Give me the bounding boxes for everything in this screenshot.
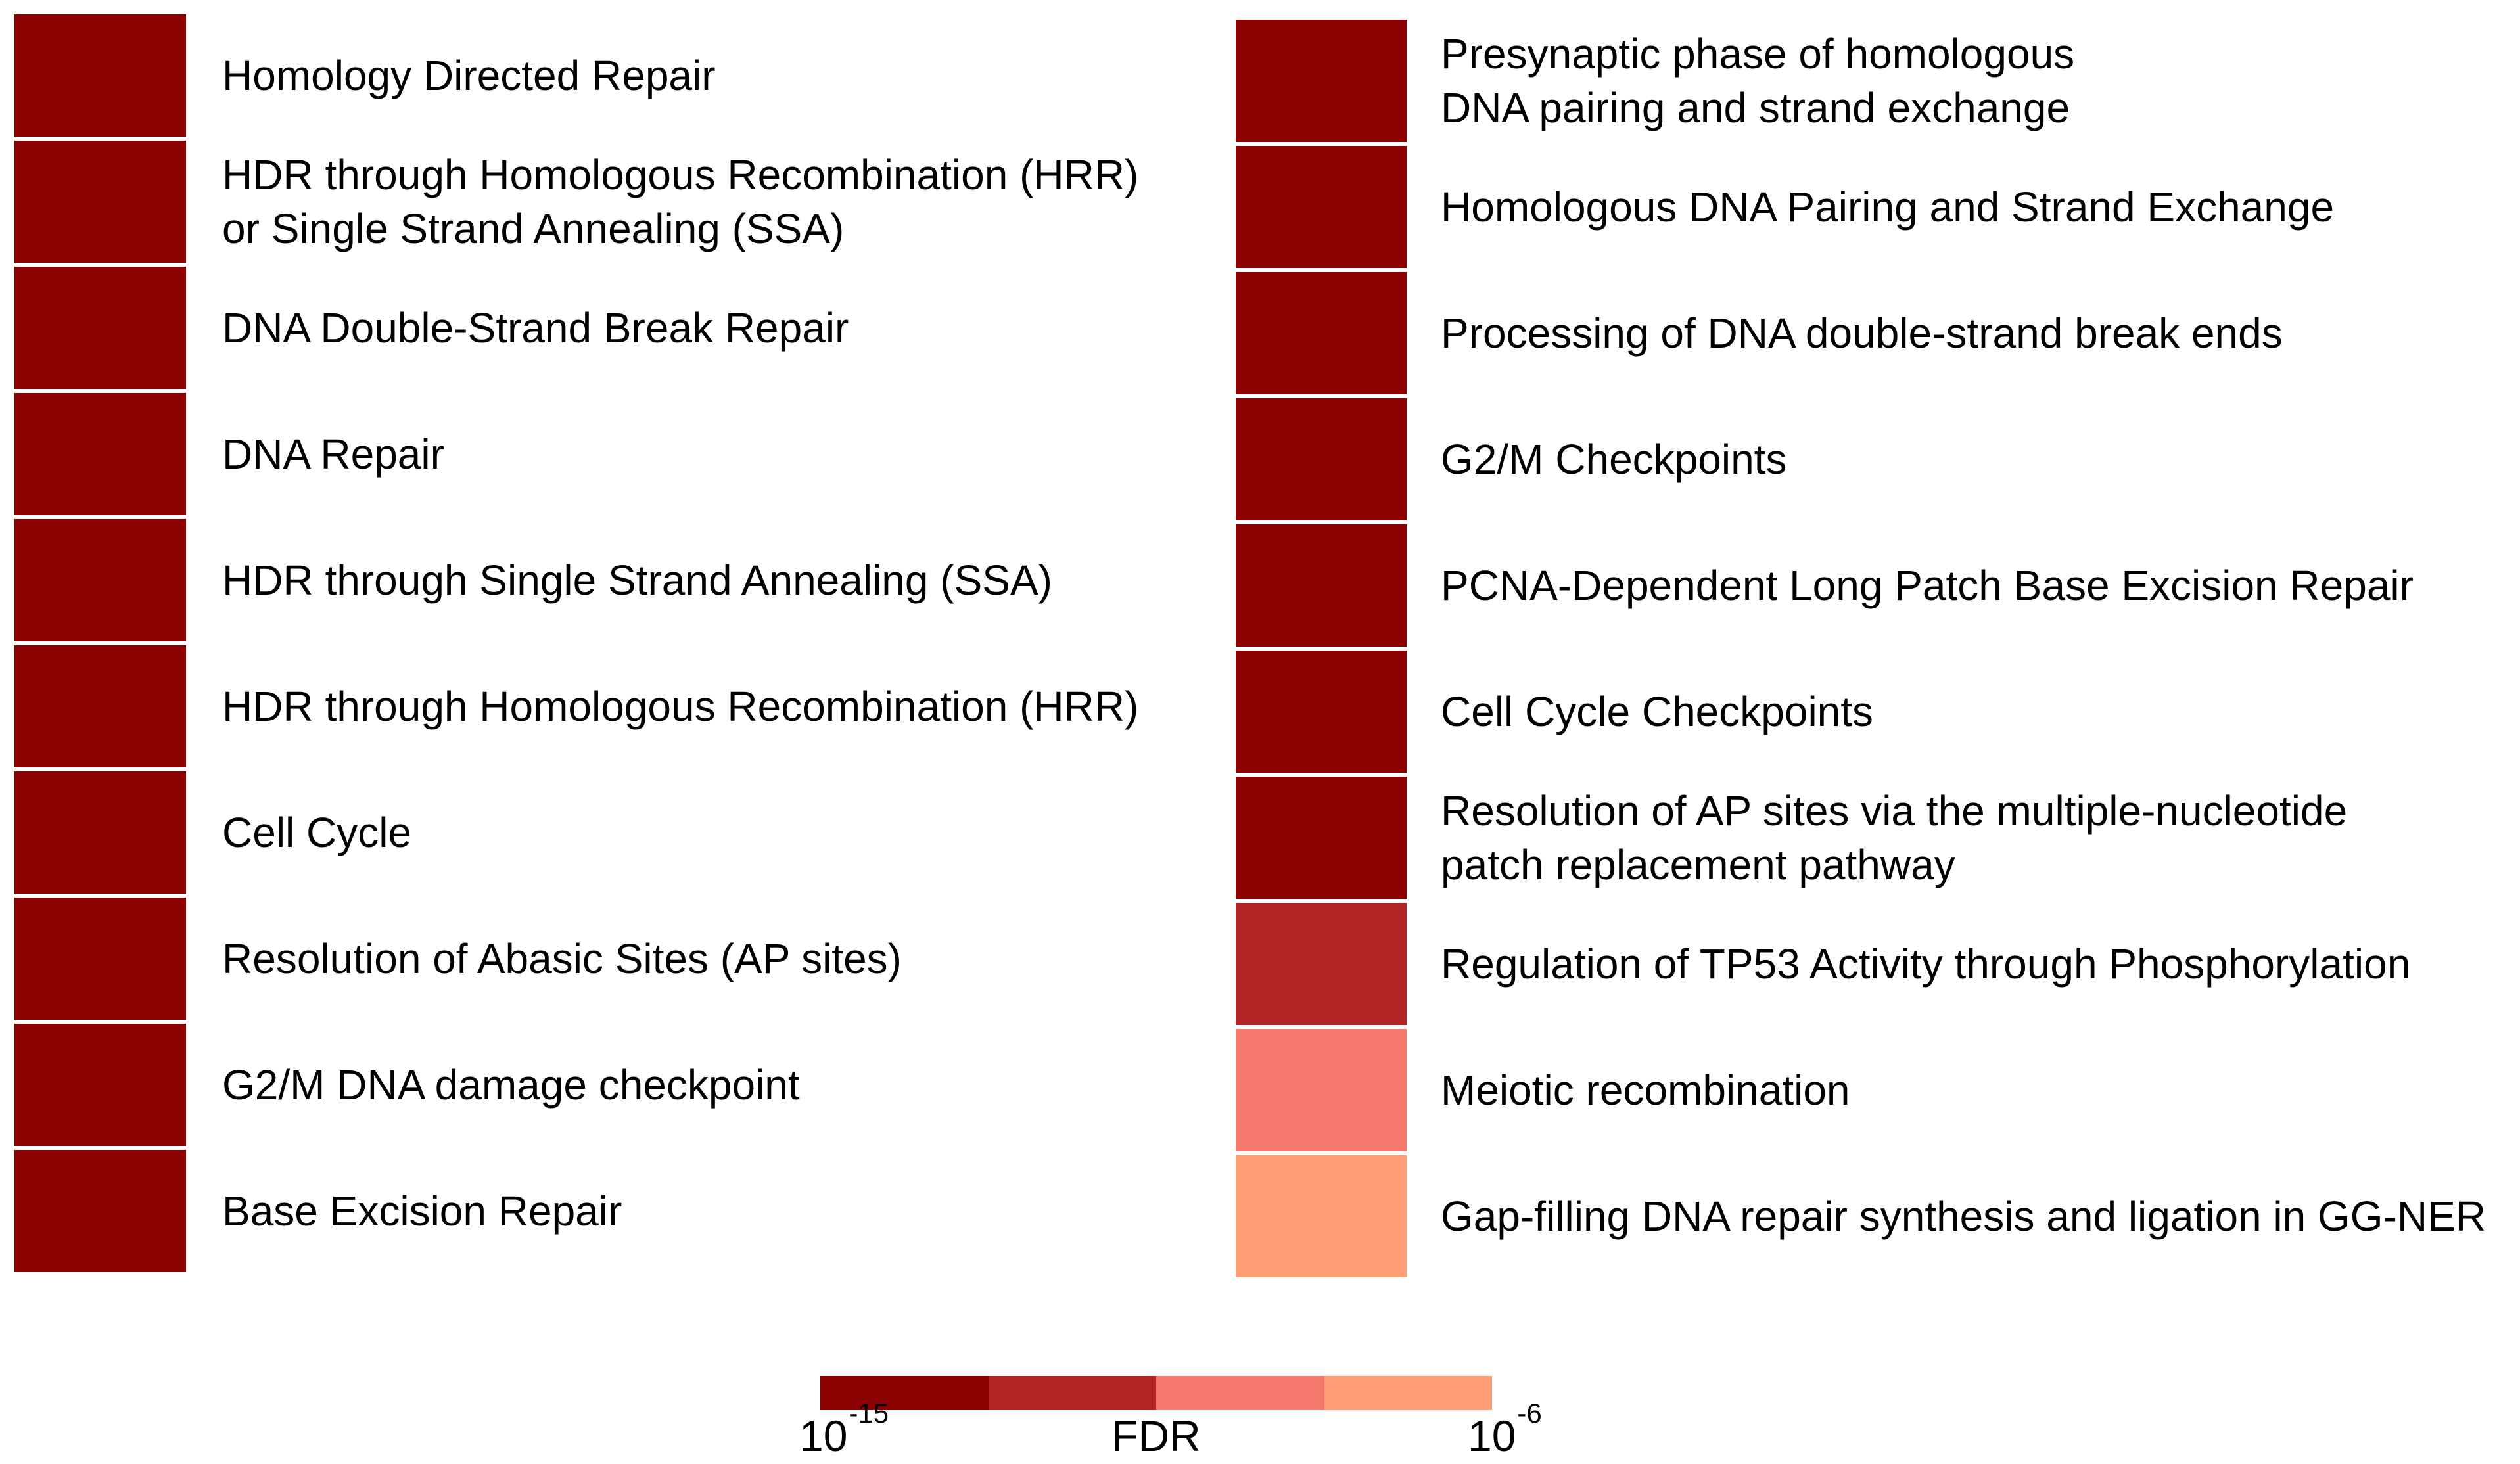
pathway-row: Regulation of TP53 Activity through Phos… <box>1236 903 2520 1025</box>
legend-title: FDR <box>1111 1411 1201 1460</box>
pathway-label: Presynaptic phase of homologous DNA pair… <box>1441 30 2075 131</box>
pathway-row: Gap-filling DNA repair synthesis and lig… <box>1236 1155 2520 1277</box>
legend-min-base: 10 <box>799 1411 848 1460</box>
fdr-heat-cell <box>1236 20 1407 142</box>
pathway-label: HDR through Homologous Recombination (HR… <box>222 683 1139 730</box>
pathway-row: Presynaptic phase of homologous DNA pair… <box>1236 20 2520 142</box>
fdr-heat-cell <box>1236 272 1407 394</box>
legend-segment-4 <box>1324 1376 1492 1410</box>
pathway-label: HDR through Single Strand Annealing (SSA… <box>222 557 1052 604</box>
pathway-label: Regulation of TP53 Activity through Phos… <box>1441 940 2411 988</box>
legend-segment-3 <box>1156 1376 1324 1410</box>
pathway-label: Meiotic recombination <box>1441 1066 1850 1114</box>
fdr-heat-cell <box>1236 1029 1407 1151</box>
legend-max-label: 10-6 <box>1468 1400 1542 1460</box>
pathway-row: Base Excision Repair <box>14 1150 1208 1272</box>
pathway-row: Resolution of Abasic Sites (AP sites) <box>14 898 1208 1020</box>
fdr-heat-cell <box>14 393 186 515</box>
pathway-label: Resolution of AP sites via the multiple-… <box>1441 787 2348 888</box>
pathway-row: PCNA-Dependent Long Patch Base Excision … <box>1236 524 2520 647</box>
pathway-label: G2/M Checkpoints <box>1441 436 1787 483</box>
fdr-heat-cell <box>14 267 186 389</box>
pathway-label: Homology Directed Repair <box>222 52 716 99</box>
fdr-heat-cell <box>14 1024 186 1146</box>
pathway-label: HDR through Homologous Recombination (HR… <box>222 151 1139 252</box>
legend-min-label: 10-15 <box>799 1400 889 1460</box>
fdr-heat-cell <box>14 645 186 767</box>
pathway-row: Resolution of AP sites via the multiple-… <box>1236 777 2520 899</box>
pathway-row: HDR through Homologous Recombination (HR… <box>14 645 1208 767</box>
pathway-row: Meiotic recombination <box>1236 1029 2520 1151</box>
legend-max-base: 10 <box>1468 1411 1516 1460</box>
fdr-heat-cell <box>14 771 186 894</box>
pathway-label: Cell Cycle Checkpoints <box>1441 688 1874 735</box>
fdr-heat-cell <box>1236 651 1407 773</box>
fdr-heat-cell <box>14 1150 186 1272</box>
pathway-label: Resolution of Abasic Sites (AP sites) <box>222 935 902 982</box>
legend-min-exponent: -15 <box>849 1398 889 1429</box>
fdr-heat-cell <box>14 519 186 641</box>
pathway-label: DNA Double-Strand Break Repair <box>222 304 849 352</box>
pathway-label: Gap-filling DNA repair synthesis and lig… <box>1441 1193 2486 1240</box>
fdr-heat-cell <box>14 898 186 1020</box>
pathway-label: Base Excision Repair <box>222 1187 622 1235</box>
pathway-row: Processing of DNA double-strand break en… <box>1236 272 2520 394</box>
pathway-row: DNA Repair <box>14 393 1208 515</box>
pathway-label: DNA Repair <box>222 430 444 478</box>
pathway-row: Cell Cycle <box>14 771 1208 894</box>
fdr-heat-cell <box>14 14 186 137</box>
pathway-row: Cell Cycle Checkpoints <box>1236 651 2520 773</box>
fdr-heat-cell <box>1236 1155 1407 1277</box>
fdr-heat-cell <box>1236 146 1407 268</box>
fdr-heat-cell <box>1236 398 1407 520</box>
pathway-label: Processing of DNA double-strand break en… <box>1441 309 2283 357</box>
pathway-label: Cell Cycle <box>222 809 412 856</box>
fdr-heat-cell <box>1236 524 1407 647</box>
fdr-heat-cell <box>1236 777 1407 899</box>
pathway-row: G2/M Checkpoints <box>1236 398 2520 520</box>
fdr-heat-cell <box>1236 903 1407 1025</box>
pathway-label: PCNA-Dependent Long Patch Base Excision … <box>1441 562 2414 609</box>
pathway-row: DNA Double-Strand Break Repair <box>14 267 1208 389</box>
fdr-heat-cell <box>14 141 186 263</box>
pathway-label: G2/M DNA damage checkpoint <box>222 1061 800 1109</box>
pathway-row: G2/M DNA damage checkpoint <box>14 1024 1208 1146</box>
pathway-row: HDR through Homologous Recombination (HR… <box>14 141 1208 263</box>
legend-segment-1 <box>820 1376 989 1410</box>
legend-colorbar <box>820 1376 1492 1410</box>
legend-segment-2 <box>988 1376 1156 1410</box>
pathway-row: HDR through Single Strand Annealing (SSA… <box>14 519 1208 641</box>
pathway-label: Homologous DNA Pairing and Strand Exchan… <box>1441 183 2335 231</box>
legend-max-exponent: -6 <box>1517 1398 1542 1429</box>
pathway-row: Homology Directed Repair <box>14 14 1208 137</box>
pathway-row: Homologous DNA Pairing and Strand Exchan… <box>1236 146 2520 268</box>
